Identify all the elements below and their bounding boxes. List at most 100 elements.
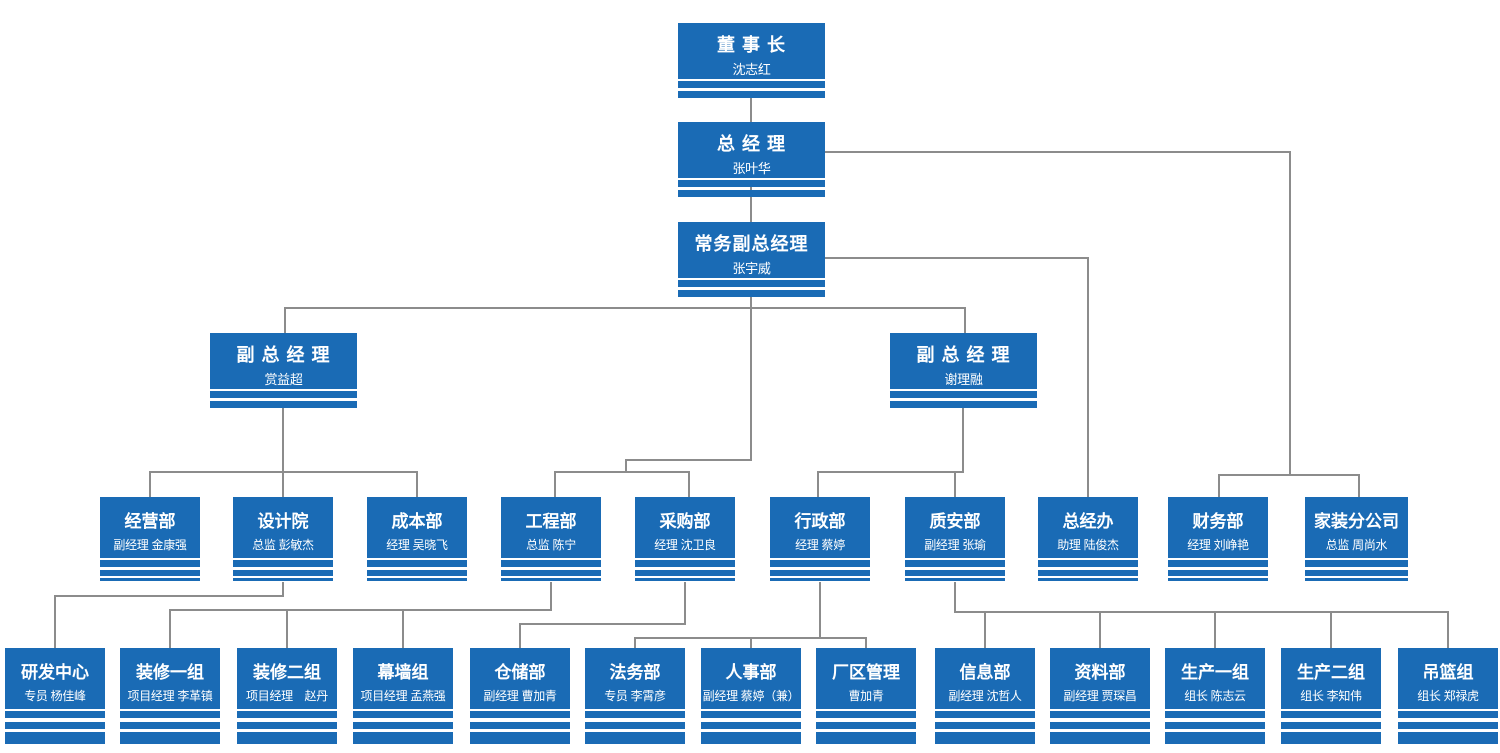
node-bar bbox=[935, 722, 1035, 729]
node-finance-dept: 财务部 经理 刘峥艳 bbox=[1168, 497, 1268, 581]
node-deputy-gm-2: 副 总 经 理 谢理融 bbox=[890, 333, 1037, 408]
connector bbox=[169, 609, 171, 648]
node-cost-dept: 成本部 经理 吴晓飞 bbox=[367, 497, 467, 581]
node-purchasing-dept: 采购部 经理 沈卫良 bbox=[635, 497, 735, 581]
node-bar bbox=[100, 570, 200, 576]
connector bbox=[54, 595, 56, 648]
node-production-team-2: 生产二组 组长 李知伟 bbox=[1281, 648, 1381, 744]
node-person: 经理 刘峥艳 bbox=[1187, 538, 1249, 552]
node-title: 质安部 bbox=[929, 512, 981, 531]
node-title: 吊篮组 bbox=[1422, 663, 1474, 682]
node-bar bbox=[470, 732, 570, 744]
connector bbox=[550, 582, 552, 611]
connector bbox=[954, 611, 1449, 613]
connector bbox=[825, 257, 1089, 259]
node-person: 助理 陆俊杰 bbox=[1057, 538, 1119, 552]
node-box: 装修一组 项目经理 李革镇 bbox=[120, 648, 220, 718]
node-person: 赏益超 bbox=[264, 371, 303, 387]
node-title: 资料部 bbox=[1074, 663, 1126, 682]
node-person: 组长 郑禄虎 bbox=[1417, 689, 1479, 703]
node-box: 仓储部 副经理 曹加青 bbox=[470, 648, 570, 718]
node-bar bbox=[635, 570, 735, 576]
node-title: 财务部 bbox=[1192, 512, 1244, 531]
connector bbox=[416, 471, 418, 497]
node-warehouse-dept: 仓储部 副经理 曹加青 bbox=[470, 648, 570, 744]
node-person: 副经理 沈哲人 bbox=[948, 689, 1022, 703]
connector bbox=[54, 595, 284, 597]
connector bbox=[962, 408, 964, 473]
node-bar bbox=[770, 570, 870, 576]
connector bbox=[1447, 611, 1449, 648]
node-bar bbox=[816, 732, 916, 744]
node-gondola-team: 吊篮组 组长 郑禄虎 bbox=[1398, 648, 1498, 744]
node-bar bbox=[678, 290, 825, 297]
node-bar bbox=[905, 570, 1005, 576]
connector bbox=[554, 471, 690, 473]
node-title: 装修二组 bbox=[253, 663, 321, 682]
connector bbox=[625, 459, 627, 473]
connector bbox=[1087, 257, 1089, 497]
node-bar bbox=[1398, 722, 1498, 729]
connector bbox=[519, 623, 521, 648]
connector bbox=[954, 582, 956, 613]
node-person: 副经理 曹加青 bbox=[483, 689, 557, 703]
node-legal-dept: 法务部 专员 李霄彦 bbox=[585, 648, 685, 744]
node-person: 经理 沈卫良 bbox=[654, 538, 716, 552]
node-box: 人事部 副经理 蔡婷（兼） bbox=[701, 648, 801, 718]
node-person: 总监 周尚水 bbox=[1325, 538, 1388, 552]
node-person: 副经理 张瑜 bbox=[924, 538, 986, 552]
node-box: 家装分公司 总监 周尚水 bbox=[1305, 497, 1408, 567]
node-bar bbox=[1281, 732, 1381, 744]
node-title: 信息部 bbox=[959, 663, 1011, 682]
connector bbox=[1358, 474, 1360, 497]
node-box: 副 总 经 理 谢理融 bbox=[890, 333, 1037, 398]
node-person: 副经理 蔡婷（兼） bbox=[702, 689, 800, 703]
node-box: 信息部 副经理 沈哲人 bbox=[935, 648, 1035, 718]
node-bar bbox=[233, 578, 333, 581]
node-person: 谢理融 bbox=[944, 371, 983, 387]
node-bar bbox=[935, 732, 1035, 744]
node-title: 家装分公司 bbox=[1314, 512, 1399, 531]
node-box: 副 总 经 理 赏益超 bbox=[210, 333, 357, 398]
node-bar bbox=[1038, 570, 1138, 576]
node-box: 质安部 副经理 张瑜 bbox=[905, 497, 1005, 567]
node-title: 董 事 长 bbox=[716, 34, 786, 55]
node-bar bbox=[890, 401, 1037, 408]
node-bar bbox=[635, 578, 735, 581]
node-title: 幕墙组 bbox=[377, 663, 429, 682]
node-bar bbox=[233, 570, 333, 576]
node-bar bbox=[905, 578, 1005, 581]
node-title: 法务部 bbox=[609, 663, 661, 682]
connector bbox=[1289, 151, 1291, 475]
node-person: 项目经理 孟燕强 bbox=[360, 689, 446, 703]
node-bar bbox=[5, 732, 105, 744]
node-bar bbox=[237, 722, 337, 729]
node-person: 总监 彭敏杰 bbox=[252, 538, 314, 552]
node-title: 生产二组 bbox=[1297, 663, 1365, 682]
node-bar bbox=[367, 578, 467, 581]
node-rd-center: 研发中心 专员 杨佳峰 bbox=[5, 648, 105, 744]
node-person: 总监 陈宁 bbox=[526, 538, 576, 552]
node-bar bbox=[816, 722, 916, 729]
node-bar bbox=[1168, 570, 1268, 576]
node-bar bbox=[1305, 570, 1408, 576]
node-info-dept: 信息部 副经理 沈哲人 bbox=[935, 648, 1035, 744]
node-person: 项目经理 李革镇 bbox=[127, 689, 213, 703]
node-box: 装修二组 项目经理 赵丹 bbox=[237, 648, 337, 718]
node-decoration-team-1: 装修一组 项目经理 李革镇 bbox=[120, 648, 220, 744]
connector bbox=[1218, 474, 1220, 497]
node-bar bbox=[1281, 722, 1381, 729]
node-box: 经营部 副经理 金康强 bbox=[100, 497, 200, 567]
connector bbox=[519, 623, 686, 625]
node-title: 总经办 bbox=[1062, 512, 1114, 531]
node-title: 装修一组 bbox=[136, 663, 204, 682]
node-box: 生产二组 组长 李知伟 bbox=[1281, 648, 1381, 718]
node-box: 总 经 理 张叶华 bbox=[678, 122, 825, 187]
node-title: 常务副总经理 bbox=[694, 233, 809, 254]
node-bar bbox=[353, 732, 453, 744]
node-title: 工程部 bbox=[525, 512, 577, 531]
node-bar bbox=[701, 722, 801, 729]
node-bar bbox=[585, 722, 685, 729]
node-person: 专员 李霄彦 bbox=[604, 689, 666, 703]
node-person: 项目经理 赵丹 bbox=[246, 689, 328, 703]
